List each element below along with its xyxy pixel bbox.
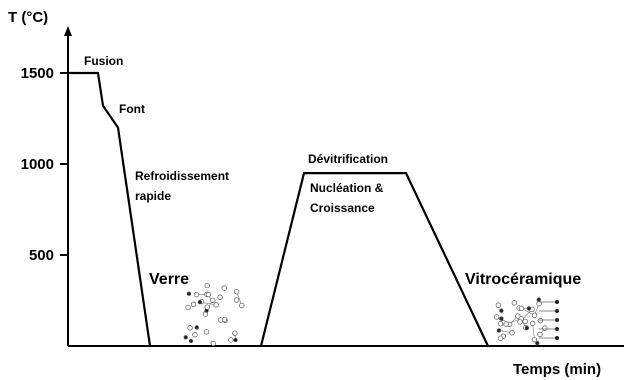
structure-atom bbox=[495, 302, 501, 308]
structure-atom bbox=[188, 338, 194, 344]
structure-atom bbox=[233, 337, 238, 343]
structure-atom bbox=[536, 297, 541, 302]
structure-atom bbox=[210, 340, 216, 347]
structure-atom bbox=[535, 340, 540, 346]
structure-atom bbox=[204, 304, 210, 310]
structure-atom bbox=[529, 320, 536, 327]
structure-atom bbox=[194, 325, 199, 330]
y-tick-label-1000: 1000 bbox=[21, 156, 54, 173]
structure-atom bbox=[555, 309, 559, 313]
structure-atom bbox=[555, 300, 559, 304]
structure-atom bbox=[210, 297, 216, 304]
structure-atom bbox=[499, 308, 504, 313]
structure-atom bbox=[536, 301, 542, 307]
structure-atom bbox=[185, 304, 191, 311]
structure-atom bbox=[509, 330, 515, 336]
structure-atom bbox=[203, 329, 210, 335]
structure-atom bbox=[213, 302, 219, 308]
structure-atom bbox=[497, 335, 504, 341]
structure-atom bbox=[531, 336, 538, 343]
annotation-verre: Verre bbox=[149, 271, 189, 288]
series-line-1 bbox=[68, 71, 152, 347]
y-tick-label-1500: 1500 bbox=[21, 65, 54, 82]
y-axis-arrow bbox=[64, 26, 72, 36]
structure-atom bbox=[522, 318, 528, 325]
structure-atom bbox=[515, 313, 521, 319]
axes bbox=[64, 26, 624, 347]
structure-atom bbox=[524, 325, 530, 331]
annotation-croissance: Croissance bbox=[310, 201, 375, 215]
annotation-rapide: rapide bbox=[135, 189, 171, 203]
structure-atom bbox=[518, 305, 525, 312]
structure-atom bbox=[186, 291, 192, 296]
structure-atom bbox=[205, 291, 212, 298]
structure-atom bbox=[197, 299, 203, 305]
x-axis-title: Temps (min) bbox=[513, 361, 601, 378]
annotation-devitrification: Dévitrification bbox=[308, 152, 388, 166]
structure-atom bbox=[555, 318, 559, 322]
structure-atom bbox=[499, 316, 504, 321]
structure-atom bbox=[228, 337, 234, 343]
structure-atom bbox=[233, 297, 240, 303]
structure-atom bbox=[221, 316, 228, 323]
series-group bbox=[68, 71, 489, 347]
structure-atom bbox=[531, 312, 538, 318]
structure-atom bbox=[555, 327, 559, 331]
structure-atom bbox=[542, 325, 548, 331]
glass-structure-illustration bbox=[183, 282, 245, 347]
structure-atom bbox=[511, 300, 517, 306]
y-axis-title: T (°C) bbox=[8, 9, 48, 26]
structure-atom bbox=[233, 288, 240, 295]
structure-atom bbox=[496, 328, 502, 333]
y-tick-label-500: 500 bbox=[29, 247, 54, 264]
annotation-vitroceramique: Vitrocéramique bbox=[465, 271, 581, 288]
structure-atom bbox=[493, 314, 500, 320]
annotation-font: Font bbox=[119, 102, 145, 116]
annotation-nucleation: Nucléation & bbox=[310, 181, 384, 195]
structure-atom bbox=[183, 335, 188, 340]
structure-atom bbox=[537, 318, 544, 324]
structure-atom bbox=[192, 332, 198, 338]
structure-atom bbox=[517, 319, 523, 325]
structure-atom bbox=[503, 321, 509, 327]
series-line-2 bbox=[259, 172, 489, 347]
structure-atom bbox=[239, 302, 245, 309]
structure-atom bbox=[190, 301, 197, 307]
structure-atom bbox=[221, 285, 227, 291]
structure-bond bbox=[532, 323, 535, 340]
structure-atom bbox=[537, 331, 543, 337]
annotation-refroidissement: Refroidissement bbox=[135, 169, 229, 183]
structure-atom bbox=[204, 282, 210, 289]
glass-ceramic-structure-illustration bbox=[493, 297, 559, 346]
structure-atom bbox=[232, 330, 238, 336]
structure-atom bbox=[526, 306, 532, 311]
annotation-fusion: Fusion bbox=[84, 54, 123, 68]
structure-atom bbox=[555, 336, 559, 340]
structure-atom bbox=[217, 294, 223, 300]
structure-atom bbox=[187, 325, 193, 331]
structure-atom bbox=[193, 291, 200, 298]
y-ticks: 500 1000 1500 bbox=[21, 65, 68, 264]
structure-atom bbox=[497, 321, 504, 327]
